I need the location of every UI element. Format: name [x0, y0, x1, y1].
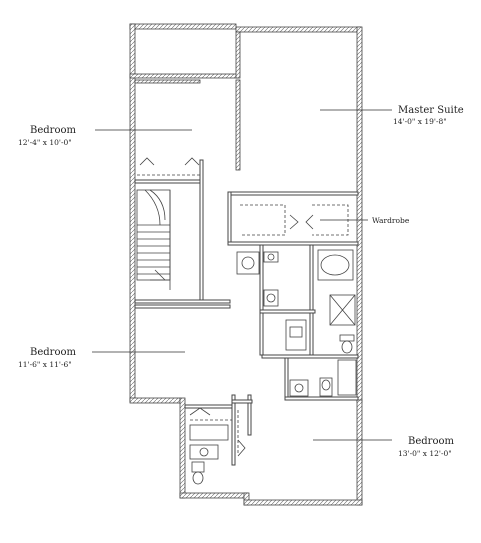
- exterior-walls: [129, 23, 363, 506]
- room-label-wardrobe: Wardrobe: [320, 216, 410, 225]
- interior-walls: [134, 79, 359, 466]
- room-label-master: Master Suite 14'-0" x 19'-8": [320, 105, 464, 126]
- bedroom-1-name: Bedroom: [30, 125, 76, 136]
- staircase: [136, 189, 171, 290]
- bedroom-2-dims: 11'-6" x 11'-6": [18, 360, 72, 369]
- bedroom-1-dims: 12'-4" x 10'-0": [18, 138, 72, 147]
- master-suite-dims: 14'-0" x 19'-8": [393, 117, 447, 126]
- wardrobe-name: Wardrobe: [372, 216, 410, 225]
- bedroom-3-name: Bedroom: [408, 436, 454, 447]
- room-label-bedroom-2: Bedroom 11'-6" x 11'-6": [18, 347, 185, 369]
- room-label-bedroom-1: Bedroom 12'-4" x 10'-0": [18, 125, 192, 147]
- master-suite-name: Master Suite: [398, 105, 464, 116]
- bedroom-2-name: Bedroom: [30, 347, 76, 358]
- bath-fixtures: [189, 249, 357, 485]
- room-label-bedroom-3: Bedroom 13'-0" x 12'-0": [313, 436, 454, 458]
- bedroom-3-dims: 13'-0" x 12'-0": [398, 449, 452, 458]
